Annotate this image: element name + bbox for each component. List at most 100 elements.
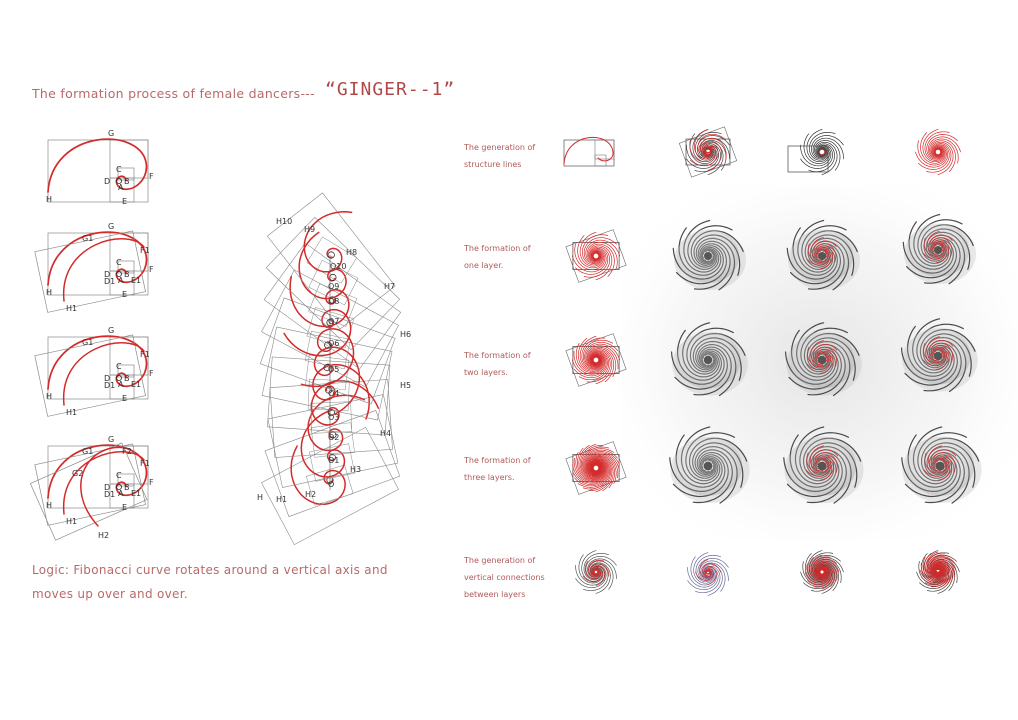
row-label-line: The formation of <box>464 351 531 360</box>
row-label-line: three layers. <box>464 473 515 482</box>
red-structure-line <box>924 452 948 474</box>
structure-line <box>690 556 716 586</box>
guide-rect <box>308 259 359 306</box>
guide-rect <box>787 145 829 173</box>
row-label-line: one layer. <box>464 261 504 270</box>
core-marker <box>593 569 599 575</box>
point-label: E1 <box>131 489 141 498</box>
swirl-render <box>901 426 982 504</box>
structure-line <box>924 131 950 161</box>
point-label: C <box>116 165 122 174</box>
guide-rect <box>34 443 146 526</box>
guide-rect <box>109 177 135 203</box>
point-label: F1 <box>140 459 150 468</box>
line-swirl <box>919 551 957 589</box>
row-label-line: structure lines <box>464 160 522 169</box>
structure-line <box>922 129 945 163</box>
structure-line <box>573 350 606 375</box>
guide-rect <box>309 443 356 482</box>
guide-rect <box>261 326 393 421</box>
row-label-line: between layers <box>464 590 526 599</box>
point-label: G2 <box>72 469 83 478</box>
point-label: H1 <box>66 517 77 526</box>
point-label: H10 <box>276 217 292 226</box>
structure-line <box>578 554 604 584</box>
structure-line <box>687 567 719 591</box>
swirl-render <box>672 219 746 291</box>
point-label: H7 <box>384 282 395 291</box>
core <box>703 355 713 365</box>
layer-spiral <box>289 275 350 328</box>
rotated-fibonacci-curve <box>63 238 145 302</box>
structure-line <box>586 241 618 269</box>
row-label-one-layer: The formation of one layer. <box>464 240 531 274</box>
point-label: A <box>118 489 124 498</box>
red-structure-line <box>924 456 950 477</box>
point-label: O <box>328 480 334 489</box>
row-label-two-layers: The formation of two layers. <box>464 347 531 381</box>
row-label-structure-lines: The generation of structure lines <box>464 139 535 173</box>
red-structure-line <box>929 234 953 253</box>
point-label: E <box>122 197 127 206</box>
layer-spiral <box>313 346 361 415</box>
guide-rect <box>572 242 620 271</box>
point-label: G <box>108 435 114 444</box>
structure-line <box>583 237 617 264</box>
core-marker <box>819 569 825 575</box>
guide-rect <box>109 374 135 400</box>
core-marker <box>935 567 941 573</box>
core <box>934 246 942 254</box>
point-label: H <box>46 501 52 510</box>
guide-rect <box>306 236 357 284</box>
point-label: E1 <box>131 276 141 285</box>
guide-rect <box>267 394 399 488</box>
point-label: F <box>149 172 154 181</box>
structure-line <box>585 239 621 263</box>
thumbnail-curve <box>563 137 614 165</box>
point-label: G <box>108 129 114 138</box>
line-swirl <box>678 126 738 178</box>
structure-line <box>584 341 619 368</box>
structure-line <box>702 140 722 171</box>
red-structure-line <box>806 350 831 371</box>
point-label: F <box>149 478 154 487</box>
layer-origin <box>327 408 335 417</box>
point-label: O7 <box>328 317 339 326</box>
point-label: H2 <box>305 490 316 499</box>
point-label: O9 <box>328 282 339 291</box>
point-label: F1 <box>140 246 150 255</box>
logic-description: Logic: Fibonacci curve rotates around a … <box>32 558 388 606</box>
structure-line <box>915 145 949 168</box>
fibonacci-curve <box>47 138 148 193</box>
guide-rect <box>47 232 149 296</box>
structure-line <box>579 335 603 371</box>
rotated-fibonacci-curve <box>63 342 145 406</box>
line-swirl <box>689 129 727 171</box>
red-structure-line <box>807 247 831 266</box>
point-label: O2 <box>328 433 339 442</box>
structure-line <box>589 349 613 385</box>
structure-line <box>928 556 955 576</box>
red-structure-line <box>806 452 830 474</box>
structure-line <box>815 141 838 175</box>
structure-line <box>813 558 837 578</box>
structure-line <box>687 567 717 588</box>
point-label: D <box>104 177 110 186</box>
core <box>935 461 945 471</box>
core-marker <box>592 464 600 472</box>
point-label: O8 <box>328 297 339 306</box>
point-label: D1 <box>104 490 115 499</box>
layer-origin <box>328 296 336 304</box>
point-label: O5 <box>328 365 339 374</box>
guide-rect <box>259 297 396 405</box>
row-label-line: The generation of <box>464 556 536 565</box>
point-label: H <box>46 392 52 401</box>
structure-line <box>808 143 836 173</box>
structure-line <box>582 339 614 369</box>
structure-line <box>814 140 841 171</box>
swirl-render <box>783 426 864 504</box>
row-label-line: The formation of <box>464 456 531 465</box>
guide-rect <box>565 229 627 283</box>
